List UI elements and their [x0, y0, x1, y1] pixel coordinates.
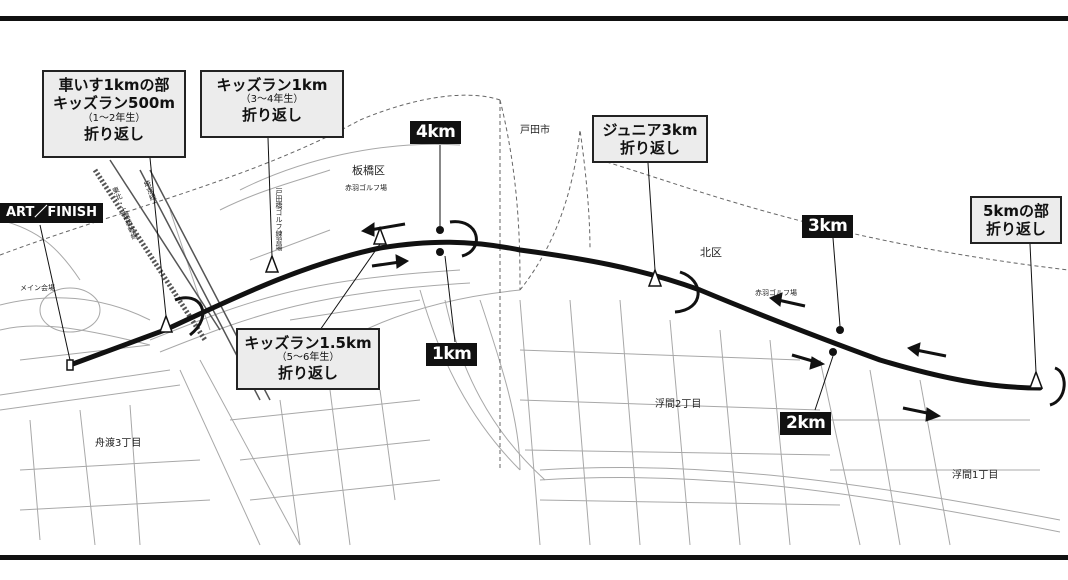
- km-marker-3k: 3km: [802, 215, 854, 238]
- callout-wheelchair-line4: 折り返し: [83, 124, 144, 143]
- km-dots: [66, 226, 844, 371]
- callout-kids15-line3: 折り返し: [277, 364, 338, 383]
- callout-junior: ジュニア3km 折り返し: [592, 115, 708, 163]
- turnaround-arrow-4k: [449, 220, 478, 258]
- km-marker-1k: 1km: [426, 343, 478, 366]
- race-route: [67, 239, 1043, 391]
- arrow-right-mid: [371, 254, 410, 269]
- turnaround-arrows: [174, 220, 1066, 407]
- dot-2k: [829, 348, 837, 356]
- turnaround-arrow-wheelchair: [174, 296, 205, 337]
- cone-junior: [647, 267, 663, 287]
- callout-five-line1: 5kmの部: [982, 202, 1050, 220]
- callout-kids1k-line3: 折り返し: [241, 106, 302, 125]
- start-finish-label: ART／FINISH: [0, 203, 104, 223]
- cone-5k: [1028, 369, 1044, 389]
- km-marker-4k: 4km: [410, 121, 462, 144]
- arrow-left-right1: [769, 292, 806, 308]
- start-marker: [66, 359, 74, 371]
- callout-kids1k: キッズラン1km （3～4年生） 折り返し: [200, 70, 344, 138]
- callout-wheelchair: 車いす1kmの部 キッズラン500m （1～2年生） 折り返し: [42, 70, 186, 158]
- callout-five-line2: 折り返し: [985, 220, 1046, 239]
- turnaround-arrow-junior: [674, 270, 700, 314]
- dot-4k: [436, 226, 444, 234]
- label-akabane-golf-2: 赤羽ゴルフ場: [755, 289, 797, 297]
- label-toda: 戸田市: [520, 125, 550, 136]
- cone-wheelchair: [158, 313, 174, 333]
- leader-lines: [39, 137, 1037, 411]
- label-kita: 北区: [700, 246, 722, 259]
- callout-kids15-line2: （5～6年生）: [276, 352, 340, 364]
- direction-arrows: [360, 222, 947, 422]
- arrow-left-top: [360, 222, 406, 237]
- label-itabashi: 板橋区: [352, 164, 385, 177]
- dot-1k: [436, 248, 444, 256]
- label-akabane-golf-1: 赤羽ゴルフ場: [345, 184, 387, 192]
- arrow-right-right2: [902, 406, 942, 422]
- callout-kids1k-line1: キッズラン1km: [216, 76, 328, 94]
- callout-junior-line2: 折り返し: [619, 139, 680, 158]
- label-ukima2: 浮間2丁目: [655, 399, 702, 410]
- callout-kids15: キッズラン1.5km （5～6年生） 折り返し: [236, 328, 380, 390]
- street-grid: [0, 143, 1061, 546]
- arrow-right-right1: [791, 353, 826, 370]
- label-ukima1: 浮間1丁目: [952, 470, 999, 481]
- callout-wheelchair-line1: 車いす1kmの部: [58, 76, 170, 94]
- dot-3k: [836, 326, 844, 334]
- callout-kids1k-line2: （3～4年生）: [240, 94, 304, 106]
- cone-kids1k: [264, 253, 280, 273]
- label-main-venue: メイン会場: [20, 284, 55, 292]
- callout-wheelchair-line2: キッズラン500m: [53, 94, 175, 113]
- callout-five: 5kmの部 折り返し: [970, 196, 1062, 244]
- callout-kids15-line1: キッズラン1.5km: [244, 334, 372, 352]
- arrow-left-right2: [907, 342, 947, 358]
- callout-junior-line1: ジュニア3km: [602, 121, 698, 139]
- bottom-frame-bar: [0, 555, 1068, 560]
- callout-wheelchair-line3: （1～2年生）: [82, 112, 146, 124]
- km-marker-2k: 2km: [780, 412, 832, 435]
- turnaround-arrow-5k: [1049, 366, 1066, 407]
- cone-markers: [158, 225, 1044, 389]
- label-funado: 舟渡3丁目: [95, 438, 142, 449]
- top-frame-bar: [0, 16, 1068, 21]
- label-todabashi-golf: 戸田橋ゴルフ練習場: [275, 188, 283, 251]
